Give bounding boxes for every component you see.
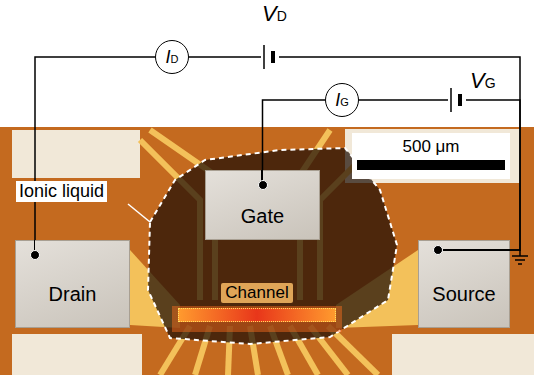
contact-dot (30, 250, 40, 260)
channel-bar (178, 308, 336, 322)
channel-strip: Channel (178, 283, 336, 329)
scale-bar (357, 160, 505, 170)
chip-substrate (0, 127, 534, 375)
voltage-label: VG (470, 70, 496, 92)
meter-label: IG (335, 91, 349, 109)
gate-pad: Gate (205, 170, 320, 240)
frame-pad (12, 334, 142, 375)
ground-symbol (512, 250, 528, 264)
scale-label: 500 μm (402, 137, 459, 157)
frame-pad (392, 334, 534, 375)
white-margin (0, 0, 534, 127)
voltage-label: VD (262, 3, 287, 25)
pad-label: Source (432, 283, 495, 306)
leader-line (128, 204, 150, 222)
callout-label: Ionic liquid (16, 181, 107, 202)
circuit-wire (35, 57, 155, 240)
battery-symbol (448, 88, 466, 112)
drain-pad: Drain (15, 240, 130, 328)
pad-label: Gate (241, 205, 284, 228)
contact-dot (433, 245, 443, 255)
battery-symbol (261, 45, 279, 69)
terminal-wire (438, 249, 510, 251)
frame-pad (12, 130, 140, 178)
source-pad: Source (418, 240, 510, 328)
channel-label: Channel (221, 283, 292, 303)
circuit-wire (263, 100, 326, 170)
pad-label: Drain (49, 283, 97, 306)
meter-label: ID (166, 48, 179, 66)
ammeter-circle: ID (155, 40, 189, 74)
channel-glow (172, 306, 342, 332)
frame-pad (345, 129, 520, 183)
circuit-wire (189, 57, 520, 250)
contact-dot (258, 180, 268, 190)
ammeter-circle: IG (325, 83, 359, 117)
scale-bar-box: 500 μm (352, 133, 510, 179)
